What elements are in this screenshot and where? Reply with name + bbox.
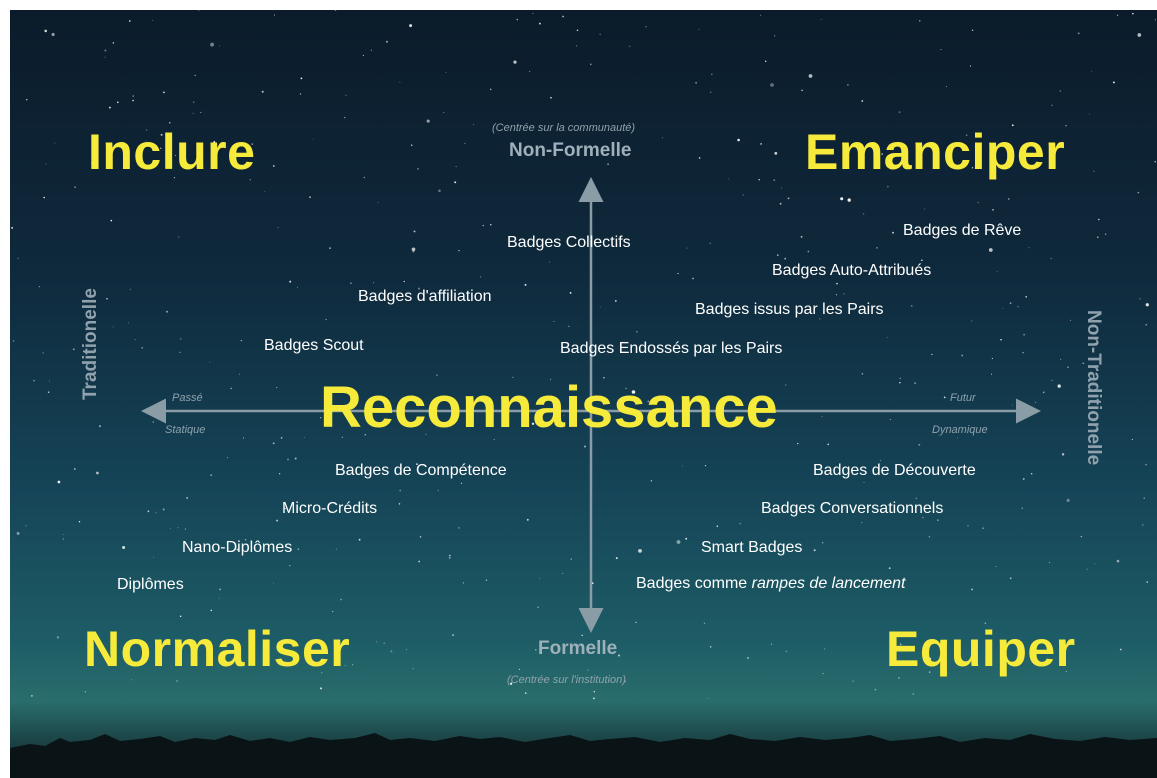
- badge-rampes-italic: rampes de lancement: [751, 575, 906, 592]
- center-title: Reconnaissance: [320, 375, 778, 440]
- badge-decouverte: Badges de Découverte: [813, 462, 976, 479]
- badge-rampes: Badges comme rampes de lancement: [636, 575, 905, 593]
- quadrant-emanciper: Emanciper: [805, 124, 1066, 180]
- badge-endosses: Badges Endossés par les Pairs: [560, 340, 783, 357]
- badge-micro-credits: Micro-Crédits: [282, 500, 378, 517]
- axis-top-label: Non-Formelle: [509, 140, 632, 161]
- axis-top-subtitle: (Centrée sur la communauté): [492, 122, 636, 134]
- quadrant-normaliser: Normaliser: [84, 621, 351, 677]
- axis-left-label: Traditionelle: [80, 288, 101, 400]
- axis-right-lower: Dynamique: [932, 424, 988, 436]
- badge-auto-attribues: Badges Auto-Attribués: [772, 262, 932, 279]
- axes-layer: [141, 177, 1041, 633]
- badge-scout: Badges Scout: [264, 337, 364, 354]
- badge-smart: Smart Badges: [701, 539, 803, 556]
- axis-left-upper: Passé: [172, 392, 203, 404]
- axis-right-upper: Futur: [950, 392, 976, 404]
- badge-issus: Badges issus par les Pairs: [695, 301, 884, 318]
- quadrant-equiper: Equiper: [886, 621, 1076, 677]
- treeline-silhouette: [10, 733, 1157, 778]
- stars-layer: [11, 10, 1156, 700]
- badge-conversationnels: Badges Conversationnels: [761, 500, 944, 517]
- badge-nano-diplomes: Nano-Diplômes: [182, 539, 293, 556]
- axis-left-lower: Statique: [165, 424, 206, 436]
- quadrant-inclure: Inclure: [88, 124, 256, 180]
- axis-bottom-label: Formelle: [538, 638, 618, 659]
- starry-sky-background: Inclure Emanciper Normaliser Equiper Rec…: [10, 10, 1157, 778]
- badge-competence: Badges de Compétence: [335, 462, 507, 479]
- axis-right-label: Non-Traditionelle: [1083, 310, 1104, 466]
- badge-rampes-prefix: Badges comme: [636, 575, 748, 592]
- badge-affiliation: Badges d'affiliation: [358, 288, 492, 305]
- badge-collectifs: Badges Collectifs: [507, 234, 631, 251]
- badge-reve: Badges de Rêve: [903, 222, 1022, 239]
- axis-bottom-subtitle: (Centrée sur l'institution): [507, 674, 626, 686]
- badge-diplomes: Diplômes: [117, 576, 184, 593]
